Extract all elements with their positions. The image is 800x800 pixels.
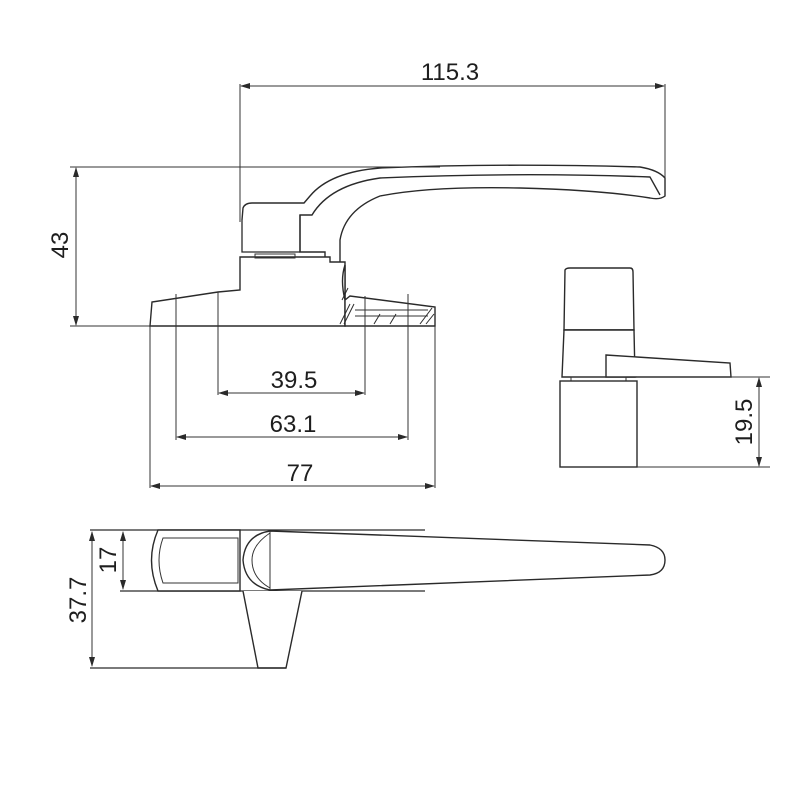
base-section <box>341 264 436 327</box>
top-lever <box>242 530 666 591</box>
handle-lever <box>241 164 666 266</box>
side-base <box>559 380 638 468</box>
side-lever-top <box>563 267 635 331</box>
side-view: 19.5 <box>559 267 770 468</box>
dim-overall-length: 115.3 <box>421 59 479 86</box>
side-lever-wedge <box>605 354 732 378</box>
dim-inner-span: 39.5 <box>271 367 318 394</box>
dim-base-length: 77 <box>287 460 314 487</box>
top-view: 17 37.7 <box>65 529 666 669</box>
dim-top-depth: 37.7 <box>65 577 92 624</box>
washer <box>254 253 296 259</box>
front-view: 115.3 43 39.5 63.1 77 <box>47 59 666 489</box>
top-base-plate <box>150 529 241 592</box>
handle-hub <box>149 256 346 327</box>
dim-top-width: 17 <box>95 547 122 574</box>
dim-height: 43 <box>47 232 74 259</box>
top-spindle <box>242 590 303 669</box>
dim-middle-span: 63.1 <box>270 411 317 438</box>
dim-side-base-height: 19.5 <box>731 399 758 446</box>
